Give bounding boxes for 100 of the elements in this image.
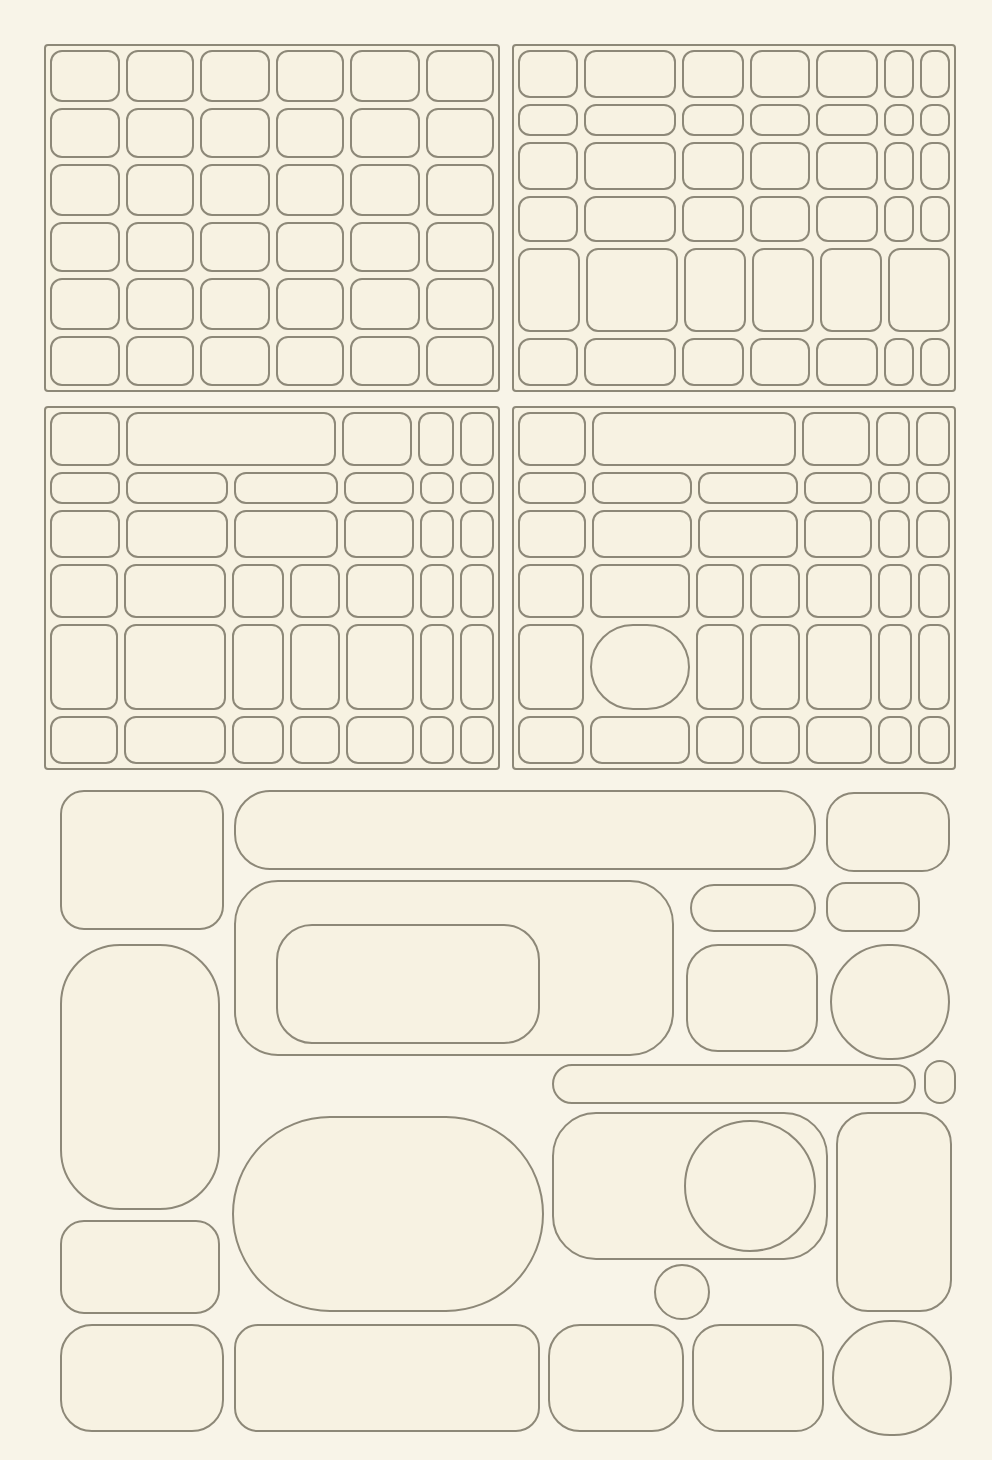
rounded-box <box>350 107 419 158</box>
rounded-box <box>916 509 950 559</box>
circle <box>654 1264 710 1320</box>
rounded-box <box>877 509 911 559</box>
rounded-box <box>877 471 911 504</box>
rounded-box <box>418 412 453 466</box>
rounded-box <box>690 884 816 932</box>
rounded-box <box>518 412 586 466</box>
rounded-box <box>124 564 226 618</box>
rounded-box <box>820 248 883 333</box>
rounded-box <box>548 1324 684 1432</box>
rounded-box <box>200 107 269 158</box>
rounded-box <box>346 715 414 764</box>
rounded-box <box>125 335 194 386</box>
rounded-box <box>460 564 494 618</box>
rounded-box <box>125 50 194 101</box>
rounded-box <box>682 142 744 190</box>
rounded-box <box>590 715 689 764</box>
rounded-box <box>916 471 950 504</box>
rounded-box <box>878 715 911 764</box>
rounded-box <box>749 195 811 243</box>
rounded-box <box>697 509 798 559</box>
rounded-box <box>232 564 283 618</box>
rounded-box <box>459 471 494 504</box>
rounded-box <box>200 50 269 101</box>
rounded-box <box>917 623 950 710</box>
rounded-box <box>692 1324 824 1432</box>
rounded-box <box>816 50 878 98</box>
rounded-box <box>60 944 220 1210</box>
rounded-box <box>682 195 744 243</box>
rounded-box <box>346 564 414 618</box>
rounded-box <box>878 623 911 710</box>
rounded-box <box>200 278 269 329</box>
rounded-box <box>917 715 950 764</box>
rounded-box <box>124 715 226 764</box>
rounded-box <box>919 195 950 243</box>
rounded-box <box>695 564 745 618</box>
rounded-box <box>802 412 870 466</box>
rounded-box <box>276 924 540 1044</box>
rounded-box <box>883 195 914 243</box>
rounded-box <box>826 882 920 932</box>
rounded-box <box>50 107 119 158</box>
rounded-box <box>584 103 677 136</box>
rounded-box <box>232 715 283 764</box>
rounded-box <box>425 278 494 329</box>
rounded-box <box>234 790 816 870</box>
rounded-box <box>750 623 800 710</box>
rounded-box <box>591 471 692 504</box>
rounded-box <box>459 412 494 466</box>
rounded-box <box>883 103 914 136</box>
rounded-box <box>518 142 579 190</box>
rounded-box <box>200 164 269 215</box>
rounded-box <box>50 715 118 764</box>
rounded-box <box>50 164 119 215</box>
rounded-box <box>50 509 119 559</box>
rounded-box <box>126 412 336 466</box>
rounded-box <box>806 564 872 618</box>
rounded-box <box>806 623 872 710</box>
rounded-box <box>460 715 494 764</box>
rounded-box <box>917 564 950 618</box>
rounded-box <box>876 412 910 466</box>
rounded-box <box>234 880 674 1056</box>
rounded-box <box>425 50 494 101</box>
rounded-box <box>425 164 494 215</box>
rounded-box <box>125 164 194 215</box>
rounded-box <box>684 248 747 333</box>
rounded-box <box>883 338 914 386</box>
rounded-box <box>518 195 579 243</box>
rounded-box <box>584 338 677 386</box>
rounded-box <box>50 564 118 618</box>
rounded-box <box>518 338 579 386</box>
rounded-box <box>234 1324 540 1432</box>
rounded-box <box>50 623 118 710</box>
rounded-box <box>275 164 344 215</box>
rounded-box <box>816 142 878 190</box>
rounded-box <box>888 248 950 333</box>
rounded-box <box>750 564 800 618</box>
rounded-box <box>826 792 950 872</box>
rounded-box <box>124 623 226 710</box>
rounded-box <box>350 50 419 101</box>
rounded-box <box>518 50 579 98</box>
rounded-box <box>750 715 800 764</box>
rounded-box <box>682 103 744 136</box>
rounded-box <box>125 221 194 272</box>
rounded-box <box>591 509 692 559</box>
rounded-box <box>289 623 340 710</box>
rounded-box <box>350 164 419 215</box>
panel <box>512 44 956 392</box>
rounded-box <box>200 221 269 272</box>
rounded-box <box>425 107 494 158</box>
rounded-box <box>836 1112 952 1312</box>
rounded-box <box>919 50 950 98</box>
rounded-box <box>518 715 584 764</box>
circle <box>684 1120 816 1252</box>
rounded-box <box>350 335 419 386</box>
rounded-box <box>60 1220 220 1314</box>
rounded-box <box>60 1324 224 1432</box>
rounded-box <box>275 221 344 272</box>
rounded-box <box>518 103 579 136</box>
panel <box>44 44 500 392</box>
